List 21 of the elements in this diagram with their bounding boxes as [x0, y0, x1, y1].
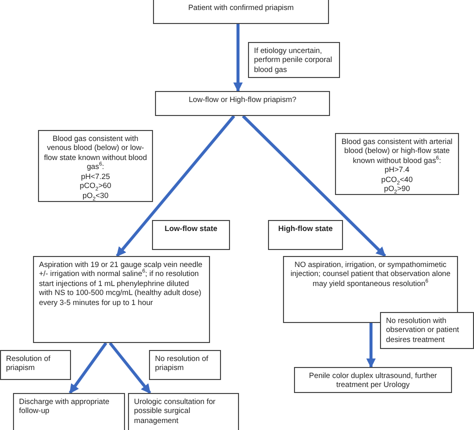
arrow [233, 24, 243, 92]
note-box [0, 350, 71, 380]
label-box [152, 220, 230, 250]
note-box [335, 133, 459, 195]
arrow [68, 342, 108, 394]
note-box [38, 130, 153, 202]
arrow [242, 114, 386, 258]
arrow [366, 323, 376, 368]
process-box [13, 393, 125, 430]
decision-box [155, 91, 330, 116]
process-box [294, 367, 452, 393]
process-box [128, 393, 239, 430]
process-box [283, 256, 458, 323]
note-box [380, 312, 474, 349]
process-box [153, 0, 329, 24]
arrow [108, 342, 152, 394]
process-box [33, 256, 210, 343]
arrow [116, 115, 236, 257]
note-box [149, 350, 221, 380]
label-box [268, 220, 343, 250]
note-box [248, 42, 340, 78]
